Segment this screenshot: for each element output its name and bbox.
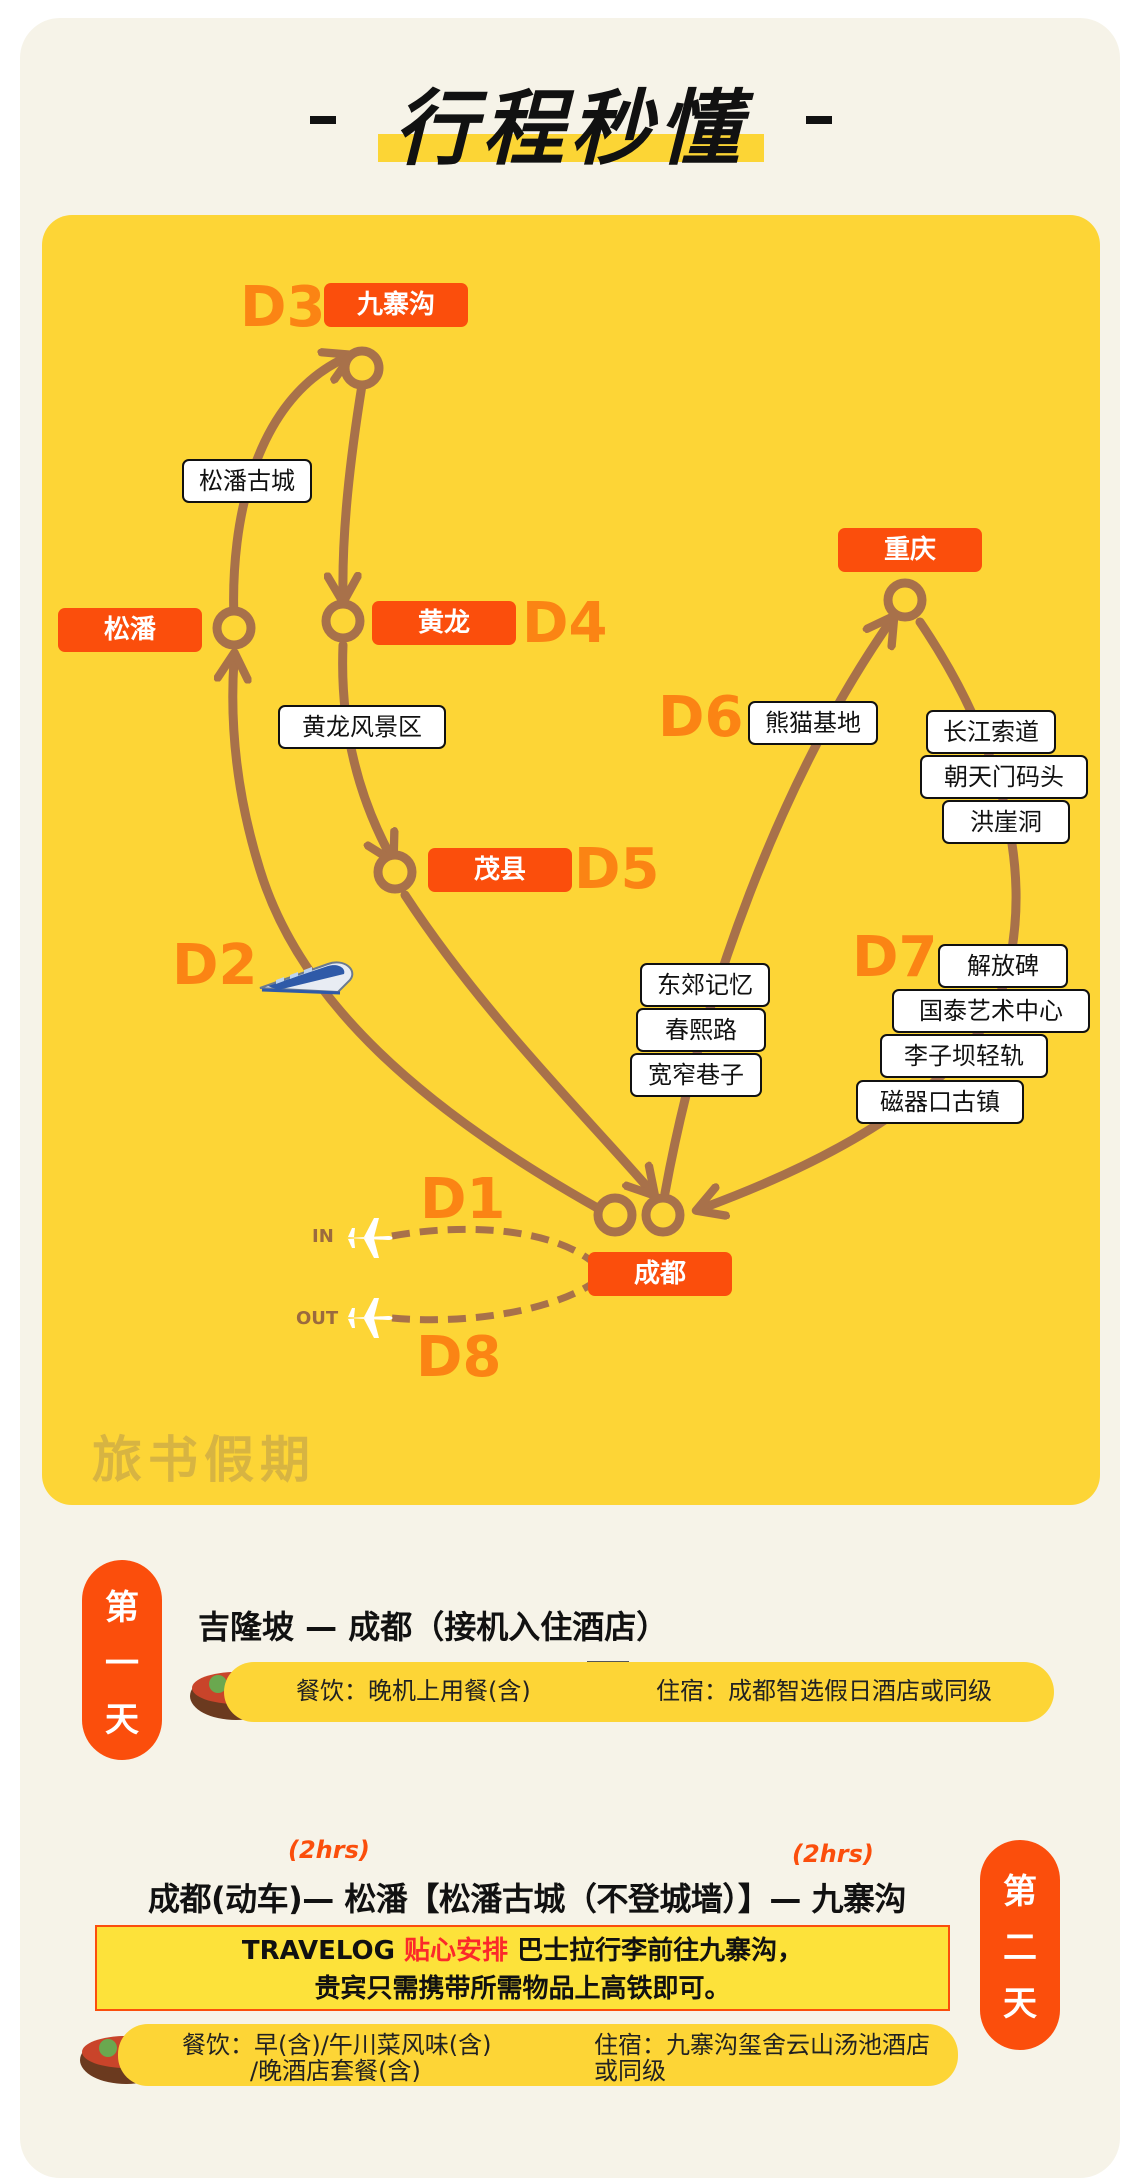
day2-badge-char: 第: [1003, 1872, 1037, 1912]
spot-chunxi: 春熙路: [636, 1008, 766, 1052]
day-label-d7: D7: [852, 925, 938, 990]
day2-hotel: 住宿：九寨沟玺舍云山汤池酒店 或同级: [594, 2032, 930, 2085]
day2-notice-text: 巴士拉行李前往九寨沟，: [508, 1936, 804, 1966]
node-jiuzhaigou: [340, 346, 384, 390]
title-area: 行程秒懂: [0, 0, 1140, 180]
train-icon: [259, 961, 354, 995]
route-in: [391, 1225, 593, 1263]
title-dash-left: [310, 116, 336, 124]
day2-notice: TRAVELOG 贴心安排 巴士拉行李前往九寨沟， 贵宾只需携带所需物品上高铁即…: [95, 1925, 950, 2011]
day-label-d6: D6: [658, 685, 744, 750]
day2-hotel-line1: 住宿：九寨沟玺舍云山汤池酒店: [594, 2031, 930, 2059]
title-dash-right: [806, 116, 832, 124]
day2-notice-text: TRAVELOG: [241, 1936, 405, 1966]
city-tag-huanglong: 黄龙: [372, 601, 516, 645]
city-tag-chengdu: 成都: [588, 1252, 732, 1296]
day2-notice-line2: 贵宾只需携带所需物品上高铁即可。: [314, 1974, 731, 2004]
node-chongqing: [883, 578, 927, 622]
spot-songpan-old-town: 松潘古城: [182, 459, 312, 503]
day-label-d1: D1: [420, 1167, 506, 1232]
spot-huanglong-scenic: 黄龙风景区: [278, 705, 446, 749]
day2-hotel-line2: 或同级: [594, 2057, 666, 2086]
city-tag-chongqing: 重庆: [838, 528, 982, 572]
day-label-d5: D5: [574, 837, 660, 902]
city-tag-maoxian: 茂县: [428, 848, 572, 892]
spot-ciqikou: 磁器口古镇: [856, 1080, 1024, 1124]
spot-chaotianmen: 朝天门码头: [920, 755, 1088, 799]
spot-hongyadong: 洪崖洞: [942, 800, 1070, 844]
spot-guotai: 国泰艺术中心: [892, 989, 1090, 1033]
node-chengdu-a: [593, 1193, 637, 1237]
title-highlight: [378, 134, 764, 162]
day1-badge-char: 天: [105, 1700, 139, 1740]
day2-badge-char: 二: [1003, 1928, 1037, 1968]
route-out: [391, 1282, 592, 1324]
route-d4: [343, 380, 367, 595]
plane-in-icon: [346, 1218, 393, 1258]
day1-info-bar: [224, 1662, 1054, 1722]
spot-kuanzhai: 宽窄巷子: [630, 1053, 762, 1097]
spot-panda-base: 熊猫基地: [748, 701, 878, 745]
city-tag-jiuzhaigou: 九寨沟: [324, 283, 468, 327]
spot-dongjiao: 东郊记忆: [640, 963, 770, 1007]
spot-changjiang-cableway: 长江索道: [926, 710, 1056, 754]
day1-meal: 餐饮：晚机上用餐(含): [296, 1677, 531, 1705]
day1-heading: 吉隆坡 — 成都（接机入住酒店）: [198, 1608, 669, 1646]
day1-badge-char: 一: [105, 1644, 139, 1684]
spot-jiefangbei: 解放碑: [938, 944, 1068, 988]
day-label-d3: D3: [240, 275, 326, 340]
spot-liziba: 李子坝轻轨: [880, 1034, 1048, 1078]
brand-watermark: 旅书假期: [92, 1431, 316, 1489]
day2-meal: 餐饮：早(含)/午川菜风味(含) /晚酒店套餐(含): [182, 2032, 492, 2085]
day1-hotel: 住宿：成都智选假日酒店或同级: [656, 1677, 992, 1705]
day2-notice-highlight: 贴心安排: [404, 1936, 509, 1966]
day2-badge-char: 天: [1003, 1984, 1037, 2024]
node-huanglong: [321, 599, 365, 643]
page-title: 行程秒懂: [394, 82, 746, 177]
route-huanglong-maoxian: [338, 640, 390, 855]
day2-meal-line1: 餐饮：早(含)/午川菜风味(含): [182, 2031, 492, 2059]
day2-heading: 成都(动车)— 松潘【松潘古城（不登城墙）】— 九寨沟: [148, 1880, 907, 1918]
route-d5: [400, 890, 650, 1190]
day-label-d4: D4: [522, 591, 608, 656]
day2-notice-line1: TRAVELOG 贴心安排 巴士拉行李前往九寨沟，: [97, 1932, 948, 1970]
node-maoxian: [373, 850, 417, 894]
day1-badge: 第 一 天: [82, 1560, 162, 1760]
plane-out-icon: [346, 1298, 393, 1338]
day2-duration-2: (2hrs): [792, 1840, 874, 1868]
flight-out-label: OUT: [296, 1308, 339, 1329]
city-tag-songpan: 松潘: [58, 608, 202, 652]
day2-badge: 第 二 天: [980, 1840, 1060, 2050]
day2-meal-line2: /晚酒店套餐(含): [250, 2057, 421, 2086]
node-songpan: [212, 606, 256, 650]
flight-in-label: IN: [312, 1226, 334, 1247]
node-chengdu-b: [641, 1193, 685, 1237]
day2-info-bar: [118, 2024, 958, 2086]
route-d6: [660, 622, 890, 1198]
day-label-d8: D8: [416, 1325, 502, 1390]
day-label-d2: D2: [172, 933, 258, 998]
day1-badge-char: 第: [105, 1588, 139, 1628]
route-d2: [233, 660, 615, 1220]
day2-duration-1: (2hrs): [288, 1836, 370, 1864]
